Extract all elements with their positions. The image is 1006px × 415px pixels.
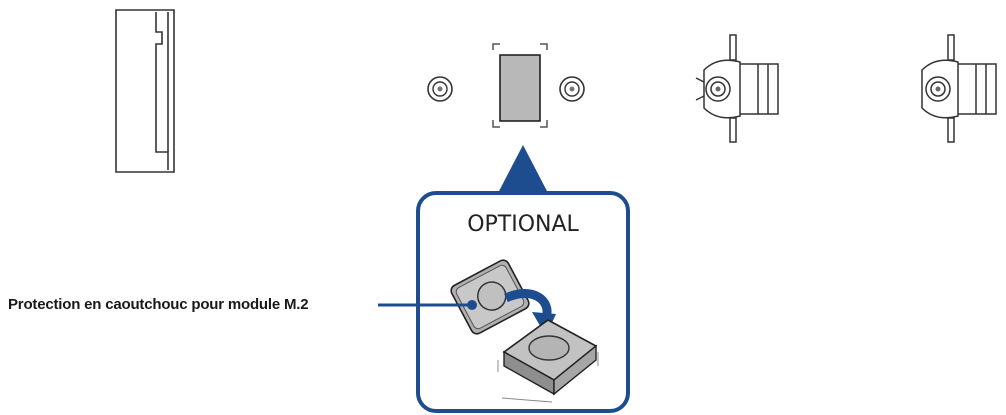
m2-clip-latch-icon-2 [921,34,997,143]
rubber-pad-callout-label: Protection en caoutchouc pour module M.2 [8,296,309,313]
rubber-pad-placed-icon [497,319,599,403]
standoff-right-icon [559,76,585,102]
rubber-pad-lifted-icon [450,259,530,335]
rubber-pad-icon [492,43,548,128]
callout-leader [378,300,477,310]
callout-pointer [498,145,548,193]
standoff-left-icon [427,76,453,102]
optional-title: OPTIONAL [467,212,579,237]
m2-clip-latch-icon [695,34,779,143]
m2-slot-icon [115,9,175,173]
